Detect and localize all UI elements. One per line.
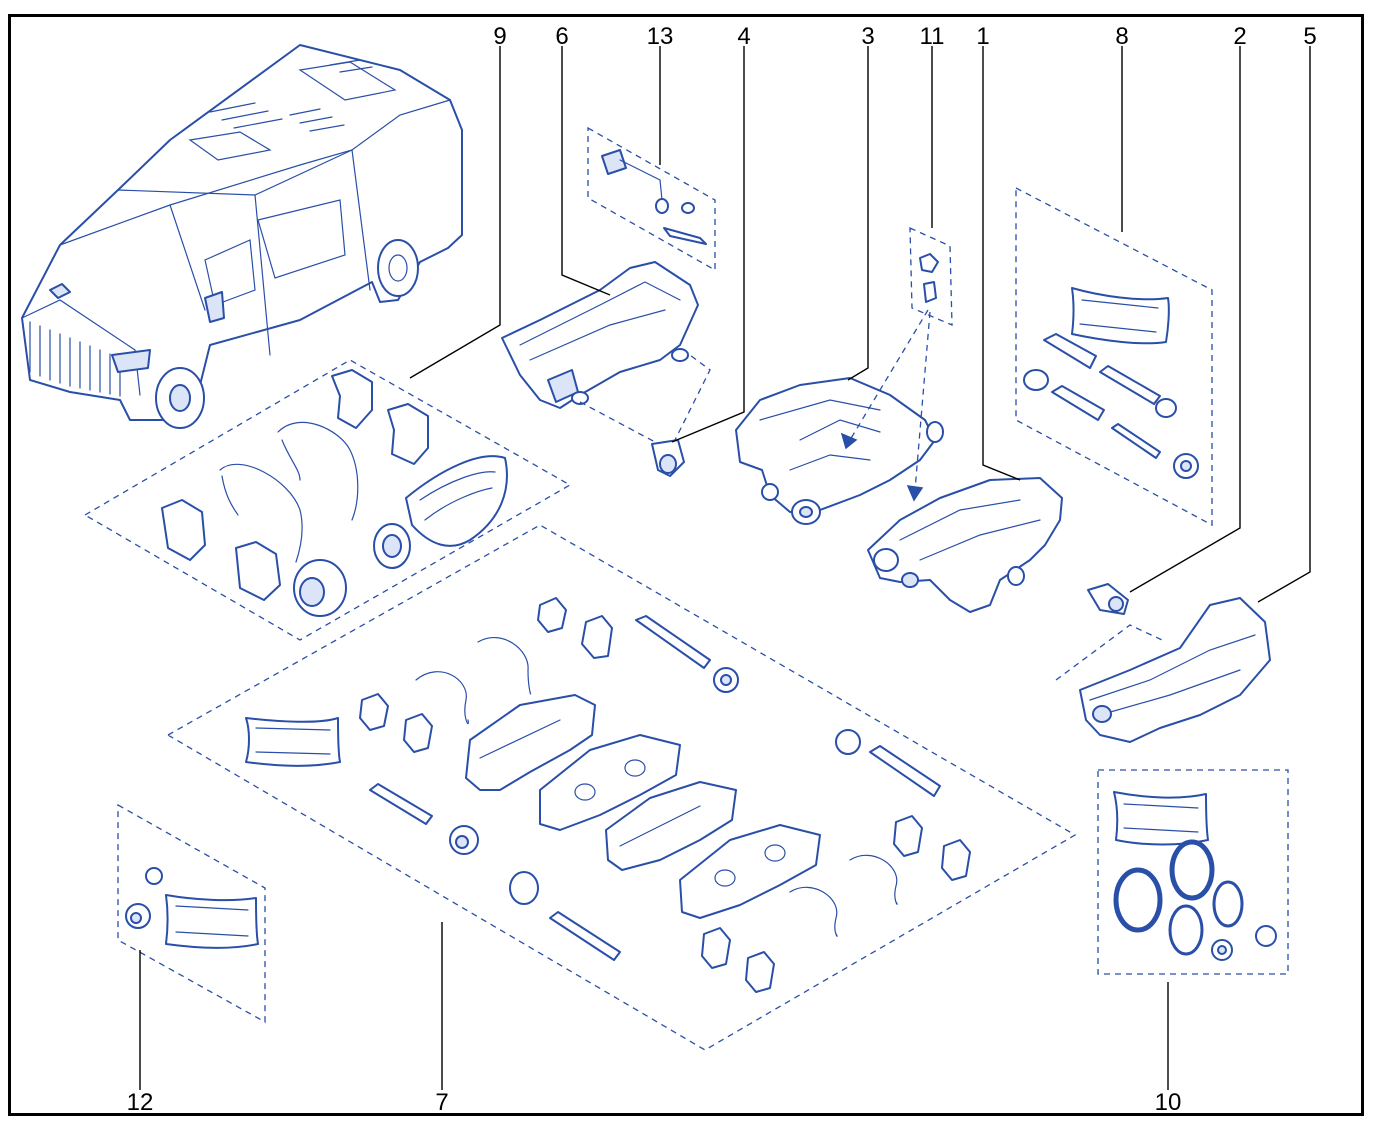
callout-10: 10 bbox=[1155, 1089, 1182, 1116]
callout-8: 8 bbox=[1115, 23, 1128, 50]
callout-2: 2 bbox=[1233, 23, 1246, 50]
guide-pin-kit-8 bbox=[1023, 287, 1199, 479]
brake-pad-kit-7 bbox=[245, 597, 971, 993]
bleeder-screw-11 bbox=[919, 253, 939, 303]
kit-12-outline bbox=[117, 803, 266, 1024]
kit-13-outline bbox=[587, 126, 716, 272]
brake-caliper-3 bbox=[735, 377, 944, 525]
kit-12-parts bbox=[125, 867, 259, 949]
callout-labels: 9 6 13 4 3 11 1 8 2 5 7 12 10 bbox=[127, 23, 1317, 1116]
kit-11-outline bbox=[909, 226, 953, 326]
van-illustration bbox=[21, 44, 463, 429]
callout-7: 7 bbox=[435, 1089, 448, 1116]
brake-caliper-1 bbox=[867, 477, 1063, 613]
caliper-bracket-6 bbox=[501, 261, 699, 409]
callout-6: 6 bbox=[555, 23, 568, 50]
callout-leaders bbox=[139, 46, 1311, 1090]
guide-bolt-4 bbox=[651, 439, 685, 477]
callout-3: 3 bbox=[861, 23, 874, 50]
guide-bolt-2 bbox=[1087, 583, 1129, 615]
kit-9-parts bbox=[161, 369, 508, 617]
callout-13: 13 bbox=[647, 23, 674, 50]
callout-12: 12 bbox=[127, 1089, 154, 1116]
kit-10-outline bbox=[1097, 769, 1289, 975]
kit-8-outline bbox=[1015, 186, 1213, 527]
callout-5: 5 bbox=[1303, 23, 1316, 50]
kit-7-outline bbox=[166, 524, 1077, 1051]
caliper-bracket-5 bbox=[1079, 597, 1271, 743]
wear-sensor-13 bbox=[601, 149, 707, 245]
callout-4: 4 bbox=[737, 23, 750, 50]
callout-9: 9 bbox=[493, 23, 506, 50]
seal-kit-10 bbox=[1113, 791, 1277, 961]
callout-11: 11 bbox=[920, 23, 945, 50]
callout-1: 1 bbox=[976, 23, 989, 50]
